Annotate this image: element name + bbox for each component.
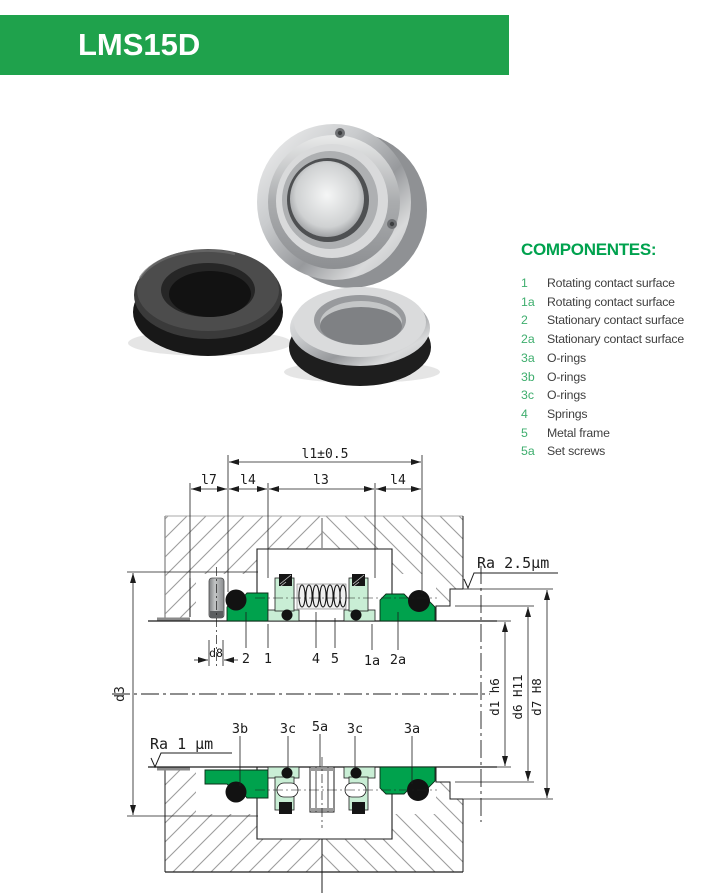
components-heading: COMPONENTES: xyxy=(521,240,657,259)
component-label: Metal frame xyxy=(547,425,610,440)
part-label-3c: 3c xyxy=(280,721,296,737)
surface-finish-top: Ra 2.5μm xyxy=(463,554,558,590)
ra-bottom-label: Ra 1 μm xyxy=(150,735,213,753)
component-label: Stationary contact surface xyxy=(547,332,684,347)
component-number: 5a xyxy=(521,444,535,459)
part-label-3c: 3c xyxy=(347,721,363,737)
o-ring xyxy=(225,589,247,611)
component-number: 2a xyxy=(521,332,535,347)
photo-steel-ring-large xyxy=(257,124,427,288)
product-photo xyxy=(128,124,440,386)
photo-steel-ring-small xyxy=(289,287,431,386)
component-label: O-rings xyxy=(547,388,586,403)
o-ring xyxy=(408,590,430,612)
surface-finish-bottom: Ra 1 μm xyxy=(150,735,232,769)
part-label-5: 5 xyxy=(331,651,339,667)
page-title: LMS15D xyxy=(78,27,201,62)
dim-l4: l4 xyxy=(240,473,256,488)
component-label: O-rings xyxy=(547,350,586,365)
part-leaders-bottom xyxy=(239,734,413,786)
part-label-2: 2 xyxy=(242,651,250,667)
upper-seal-assembly xyxy=(208,567,437,668)
lower-seal-assembly xyxy=(204,757,437,828)
component-label: Rotating contact surface xyxy=(547,276,675,290)
centerlines xyxy=(112,566,490,822)
component-number: 3b xyxy=(521,369,535,384)
component-item: 5 Metal frame xyxy=(521,424,713,443)
part-label-3b: 3b xyxy=(232,721,248,737)
component-number: 1a xyxy=(521,294,535,309)
component-label: Springs xyxy=(547,406,588,421)
dim-l7: l7 xyxy=(201,473,217,488)
component-item: 2a Stationary contact surface xyxy=(521,330,713,349)
springs xyxy=(298,584,347,608)
dim-d1: d1 h6 xyxy=(487,678,502,716)
photo-carbon-ring xyxy=(133,249,283,356)
component-label: Stationary contact surface xyxy=(547,313,684,328)
o-ring-small xyxy=(350,609,362,621)
part-label-1a: 1a xyxy=(364,653,380,669)
dim-l3: l3 xyxy=(313,473,329,488)
part-label-1: 1 xyxy=(264,651,272,667)
o-ring-section xyxy=(352,802,365,814)
dim-d7: d7 H8 xyxy=(529,678,544,716)
component-item: 3a O-rings xyxy=(521,349,713,368)
component-number: 1 xyxy=(521,276,528,290)
part-label-3a: 3a xyxy=(404,721,420,737)
dim-l1: l1±0.5 xyxy=(302,447,349,462)
dim-d3: d3 xyxy=(113,686,128,702)
component-number: 5 xyxy=(521,425,528,440)
length-dimensions xyxy=(189,455,423,600)
o-ring-3b xyxy=(225,781,247,803)
set-screw-5a xyxy=(309,766,335,813)
component-label: Set screws xyxy=(547,444,606,459)
o-ring-3c xyxy=(350,767,362,779)
diameter-dimensions xyxy=(450,588,553,800)
part-label-2a: 2a xyxy=(390,652,406,668)
technical-drawing: l1±0.5 l7 l4 l3 l4 d8 d3 d1 h6 d6 H11 d7… xyxy=(112,447,558,893)
component-label: O-rings xyxy=(547,369,586,384)
component-item: 1a Rotating contact surface xyxy=(521,293,713,312)
o-ring-3c xyxy=(281,767,293,779)
component-item: 4 Springs xyxy=(521,405,713,424)
component-number: 2 xyxy=(521,313,528,328)
dim-d8: d8 xyxy=(209,646,223,660)
roughness-symbol xyxy=(463,572,558,590)
component-number: 4 xyxy=(521,406,528,421)
part-label-4: 4 xyxy=(312,651,320,667)
part-leaders-top xyxy=(245,612,399,650)
o-ring-small xyxy=(281,609,293,621)
component-item: 2 Stationary contact surface xyxy=(521,311,713,330)
component-item: 1 Rotating contact surface xyxy=(521,274,713,293)
roughness-symbol xyxy=(150,752,232,769)
part-label-5a: 5a xyxy=(312,719,328,735)
component-number: 3a xyxy=(521,350,535,365)
dim-d6: d6 H11 xyxy=(510,674,525,719)
d8-dimension xyxy=(194,640,238,666)
component-item: 3b O-rings xyxy=(521,368,713,387)
ra-top-label: Ra 2.5μm xyxy=(477,554,549,572)
d3-dimension xyxy=(127,571,258,817)
o-ring-section xyxy=(279,802,292,814)
component-item: 3c O-rings xyxy=(521,386,713,405)
components-panel: COMPONENTES: 1 Rotating contact surface … xyxy=(521,240,713,461)
dim-l4: l4 xyxy=(390,473,406,488)
title-bar: LMS15D xyxy=(0,15,509,75)
component-item: 5a Set screws xyxy=(521,442,713,461)
component-label: Rotating contact surface xyxy=(547,294,675,309)
component-number: 3c xyxy=(521,388,534,403)
